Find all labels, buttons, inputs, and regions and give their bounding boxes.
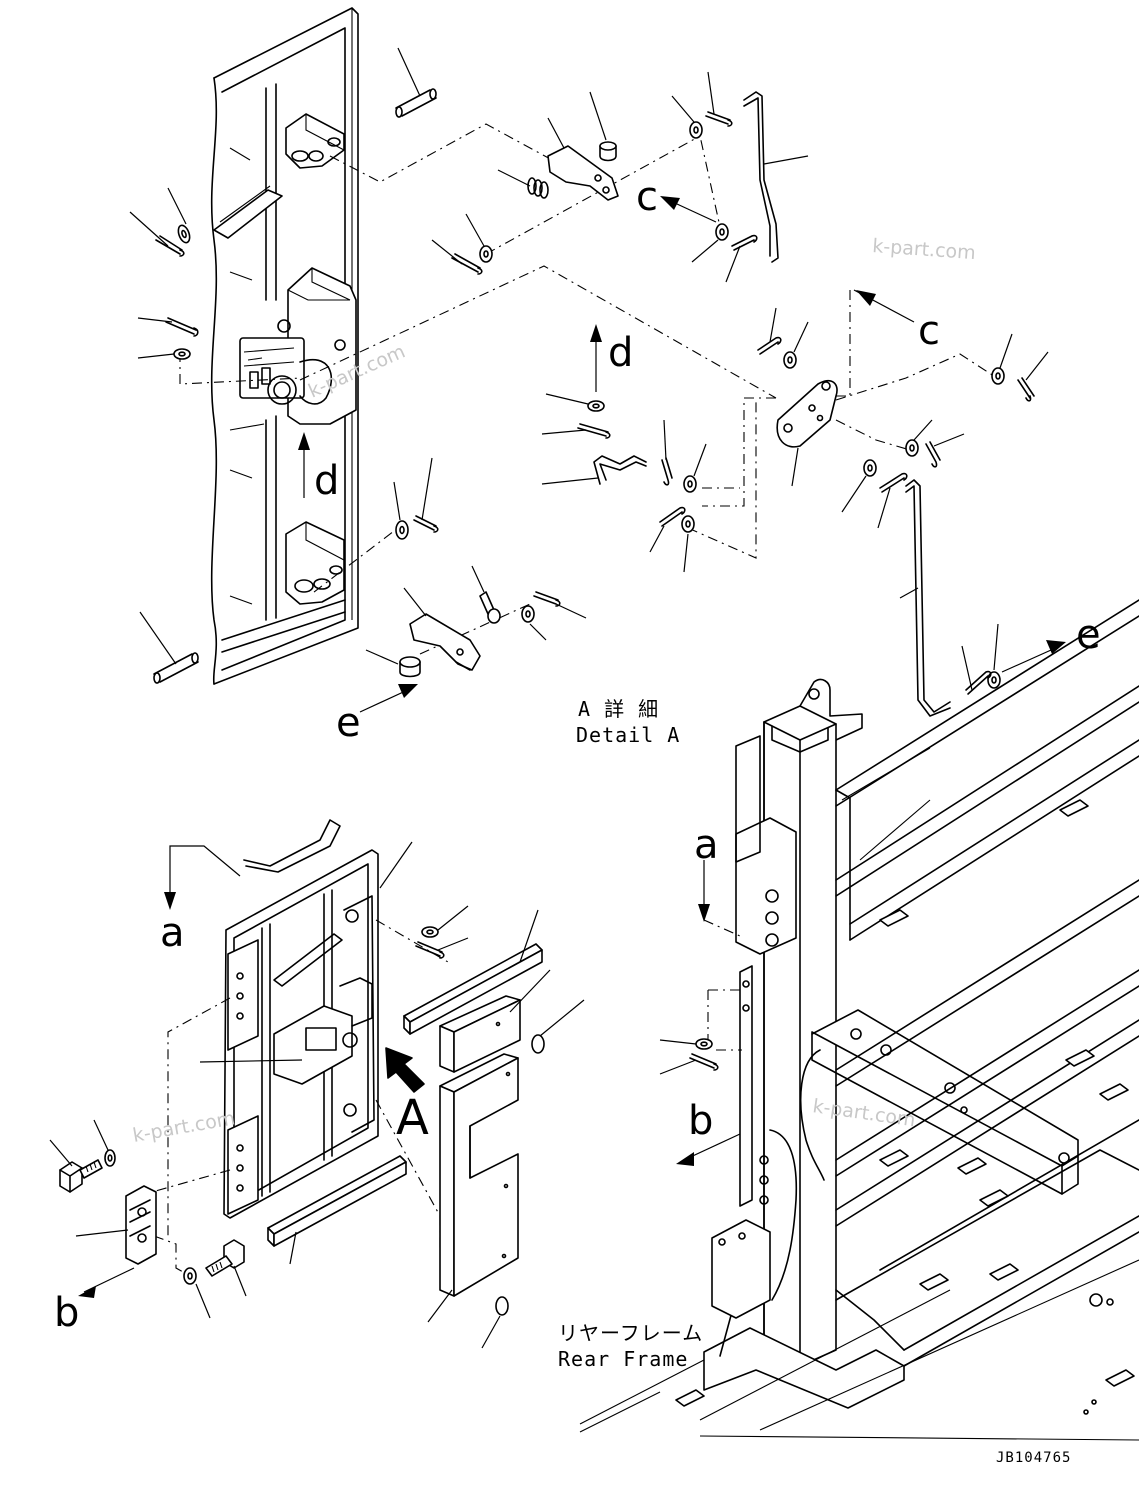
washer-flange: [184, 1268, 210, 1318]
washer-e: [988, 624, 1000, 688]
washer-rod-upper: [692, 224, 728, 262]
watermark-top-right: k-part.com: [872, 235, 977, 264]
lock-assembly: [240, 268, 356, 424]
striker-plate: [76, 1186, 156, 1264]
lower-bush: [366, 650, 420, 677]
upper-bush: [590, 92, 616, 161]
seal-strip-lower: [268, 1156, 406, 1264]
washer-lower-panel: [394, 482, 408, 539]
lower-latch: [404, 588, 480, 670]
cotter-pin-assembly: [416, 938, 468, 958]
seal-strip-upper: [404, 910, 542, 1034]
rear-frame-caption-en: Rear Frame: [558, 1347, 688, 1371]
washer-left-upper: [168, 188, 192, 244]
lower-spring-pin: [472, 566, 500, 623]
cotter-pin-e: [962, 646, 991, 694]
cotter-pin-lower-right: [534, 592, 586, 618]
ref-label-a-left: a: [160, 910, 185, 956]
cotter-pin-link-2: [650, 508, 685, 552]
cotter-pin-left-upper: [130, 212, 184, 256]
ref-label-c-upper: c: [636, 174, 658, 220]
washer-frame: [660, 1039, 712, 1049]
washer-right-upper: [672, 96, 702, 138]
ref-label-d-lower: d: [314, 458, 339, 504]
door-assembly: [224, 820, 378, 1218]
cotter-pin-frame: [660, 1054, 718, 1074]
washer-left-mid: [138, 349, 190, 359]
upper-spring: [498, 170, 548, 198]
long-rod-right: [900, 480, 950, 716]
detail-a-caption-jp: A 詳 細: [578, 697, 659, 721]
cotter-pin-left-mid: [138, 318, 198, 336]
watermark-assembly: k-part.com: [131, 1107, 237, 1147]
ref-label-d-upper: d: [608, 330, 633, 376]
ref-label-b-left: b: [54, 1290, 79, 1336]
cotter-pin-mid-2: [926, 434, 964, 467]
ref-label-A: A: [396, 1090, 429, 1146]
cotter-pin-mid-3: [878, 474, 907, 528]
door-panel-detail: [212, 8, 358, 684]
lower-pin: [140, 612, 198, 683]
washer-bolt: [94, 1120, 115, 1166]
ref-label-c-right: c: [918, 308, 940, 354]
cotter-pin-right-c: [1018, 352, 1048, 401]
upper-hinge-bracket: [286, 114, 344, 168]
washer-mid-1: [784, 322, 808, 368]
upper-pin: [396, 48, 436, 117]
cotter-pin-rod-upper: [726, 236, 757, 282]
cotter-pin-d-upper: [542, 424, 610, 438]
foam-block-small: [440, 970, 550, 1072]
ref-label-b-right: b: [688, 1098, 713, 1144]
washer-d-upper: [546, 394, 604, 411]
detail-a-caption-en: Detail A: [576, 723, 680, 747]
ref-label-e-right: e: [1076, 612, 1101, 658]
lower-hinge-bracket: [286, 522, 344, 604]
ref-label-a-right: a: [694, 822, 719, 868]
rear-frame: [580, 600, 1139, 1440]
washer-mid-2: [906, 420, 932, 456]
grommet-large: [482, 1297, 508, 1348]
cotter-pin-link-1: [662, 420, 672, 485]
foam-block-large: [428, 1054, 518, 1322]
cotter-pin-center-upper: [432, 240, 482, 274]
linkage-plate: [777, 381, 837, 486]
flange-bolt: [206, 1240, 246, 1296]
cotter-pin-right-upper: [706, 72, 732, 126]
washer-lower-right: [522, 606, 546, 640]
hex-bolt: [50, 1140, 102, 1192]
upper-latch: [548, 118, 618, 200]
cotter-pin-mid-1: [758, 308, 781, 354]
washer-link-1: [684, 444, 706, 492]
drawing-code: JB104765: [996, 1450, 1071, 1466]
rear-frame-caption-jp: リヤーフレーム: [558, 1321, 703, 1345]
bent-link: [542, 456, 646, 484]
washer-right-c: [992, 334, 1012, 384]
grommet-small: [532, 1000, 584, 1053]
washer-mid-3: [842, 460, 876, 512]
washer-link-2: [682, 516, 694, 572]
washer-assembly: [422, 906, 468, 937]
ref-label-e-left: e: [336, 700, 361, 746]
upper-rod: [744, 92, 808, 262]
cotter-pin-lower-panel: [414, 458, 438, 532]
washer-center-upper: [466, 214, 492, 262]
